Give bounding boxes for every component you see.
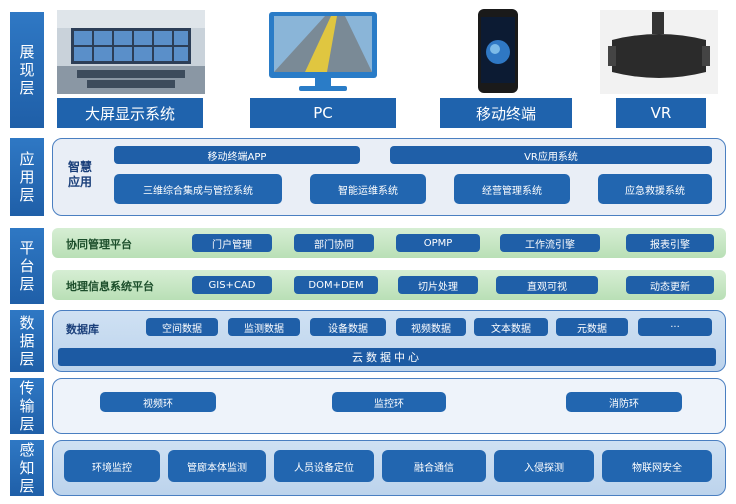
layer-label-data: 数据层 bbox=[10, 310, 44, 372]
platform-item: GIS+CAD bbox=[192, 276, 272, 294]
data-item: 设备数据 bbox=[310, 318, 386, 336]
data-item: 视频数据 bbox=[396, 318, 466, 336]
data-item: 空间数据 bbox=[146, 318, 218, 336]
data-item-more: ··· bbox=[638, 318, 712, 336]
mobile-phone-image bbox=[476, 8, 520, 94]
app-group-label: 智慧应用 bbox=[68, 160, 93, 189]
layer-label-display: 展现层 bbox=[10, 12, 44, 128]
device-caption-mobile: 移动终端 bbox=[440, 98, 572, 128]
data-item: 元数据 bbox=[556, 318, 628, 336]
data-title: 数据库 bbox=[66, 323, 99, 336]
platform-item: 工作流引擎 bbox=[500, 234, 600, 252]
perception-item: 环境监控 bbox=[64, 450, 160, 482]
vr-headset-image bbox=[600, 10, 718, 94]
platform-row-title: 协同管理平台 bbox=[66, 238, 132, 251]
cloud-data-center-bar: 云数据中心 bbox=[58, 348, 716, 366]
device-caption-big-screen: 大屏显示系统 bbox=[57, 98, 203, 128]
app-system-4: 应急救援系统 bbox=[598, 174, 712, 204]
platform-item: 直观可视 bbox=[496, 276, 598, 294]
app-top-bar-vr: VR应用系统 bbox=[390, 146, 712, 164]
platform-item: OPMP bbox=[396, 234, 480, 252]
data-item: 文本数据 bbox=[474, 318, 548, 336]
platform-row-gis: 地理信息系统平台 bbox=[52, 270, 726, 300]
platform-item: 动态更新 bbox=[626, 276, 714, 294]
app-system-2: 智能运维系统 bbox=[310, 174, 426, 204]
platform-item: 门户管理 bbox=[192, 234, 272, 252]
platform-row-title: 地理信息系统平台 bbox=[66, 280, 154, 293]
app-system-3: 经营管理系统 bbox=[454, 174, 570, 204]
transport-item-monitor: 监控环 bbox=[332, 392, 446, 412]
app-system-1: 三维综合集成与管控系统 bbox=[114, 174, 282, 204]
pc-monitor-image bbox=[265, 10, 381, 94]
device-caption-vr: VR bbox=[616, 98, 706, 128]
big-screen-room-image bbox=[57, 10, 205, 94]
data-item: 监测数据 bbox=[228, 318, 300, 336]
layer-label-perception: 感知层 bbox=[10, 440, 44, 496]
app-top-bar-mobile: 移动终端APP bbox=[114, 146, 360, 164]
perception-item: 入侵探测 bbox=[494, 450, 594, 482]
layer-label-transport: 传输层 bbox=[10, 378, 44, 434]
perception-item: 人员设备定位 bbox=[274, 450, 374, 482]
platform-item: 切片处理 bbox=[398, 276, 478, 294]
platform-item: 报表引擎 bbox=[626, 234, 714, 252]
layer-label-application: 应用层 bbox=[10, 138, 44, 216]
platform-item: 部门协同 bbox=[294, 234, 374, 252]
perception-item: 管廊本体监测 bbox=[168, 450, 266, 482]
transport-item-video: 视频环 bbox=[100, 392, 216, 412]
perception-item: 物联网安全 bbox=[602, 450, 712, 482]
device-caption-pc: PC bbox=[250, 98, 396, 128]
platform-item: DOM+DEM bbox=[294, 276, 378, 294]
transport-item-fire: 消防环 bbox=[566, 392, 682, 412]
layer-label-platform: 平台层 bbox=[10, 228, 44, 304]
perception-item: 融合通信 bbox=[382, 450, 486, 482]
platform-row-collab: 协同管理平台 bbox=[52, 228, 726, 258]
